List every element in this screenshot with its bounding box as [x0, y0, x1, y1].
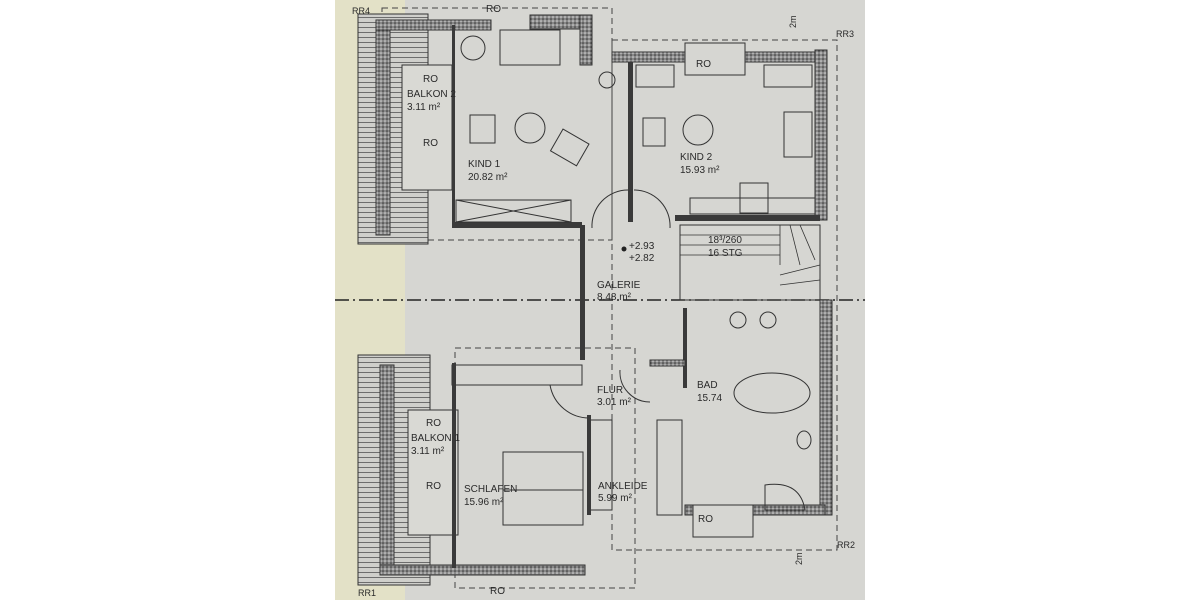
- balkon1-name: BALKON 1: [411, 433, 460, 444]
- galerie-wall-left: [580, 225, 585, 360]
- toilet: [796, 430, 812, 450]
- shower-tray: [764, 483, 806, 511]
- kind1-lamp: [460, 35, 486, 61]
- kind1-name: KIND 1: [468, 159, 501, 170]
- galerie-area: 8.48 m²: [597, 292, 632, 303]
- galerie-plant: [598, 71, 616, 89]
- kind1-wall-left: [452, 25, 455, 225]
- ankleide-name: ANKLEIDE: [598, 481, 648, 492]
- kind2-wall-bottom: [675, 215, 820, 221]
- north-arrow-top: 2m: [788, 15, 798, 28]
- north-arrow-bottom: 2m: [794, 552, 804, 565]
- kind1-door-swing: [591, 189, 629, 229]
- kind2-wall-left: [628, 62, 633, 222]
- sink-right: [759, 311, 777, 329]
- balkon1-ro-2: RO: [426, 481, 441, 492]
- kind1-wall-top: [375, 19, 492, 31]
- marker-ro-bottom: RO: [490, 586, 505, 597]
- schlafen-name: SCHLAFEN: [464, 484, 517, 495]
- balkon2-ro-2: RO: [423, 138, 438, 149]
- kind1-wall-bottom: [452, 222, 582, 228]
- kind1-chair: [469, 114, 496, 144]
- level-upper: +2.93: [629, 241, 655, 252]
- kind2-wardrobe: [689, 197, 816, 215]
- balkon2-name: BALKON 2: [407, 89, 456, 100]
- bad-wall-bottom: [684, 504, 826, 516]
- kind2-wall-right: [814, 49, 828, 221]
- bad-wall-right: [819, 299, 833, 516]
- balkon1-area: 3.11 m²: [411, 446, 445, 457]
- bad-door-swing: [619, 369, 651, 403]
- kind1-armchair: [549, 128, 590, 167]
- kind2-wardrobe-tall: [739, 182, 769, 214]
- kind2-desk: [783, 111, 813, 158]
- level-marker-icon: [621, 246, 627, 252]
- balkon1-floor: [407, 409, 459, 536]
- kind2-window-ro: [684, 42, 746, 76]
- stair-treads: [680, 224, 821, 286]
- schlafen-wall-bottom: [379, 564, 586, 576]
- schlafen-bed: [502, 451, 584, 526]
- stair-steps: 16 STG: [708, 248, 743, 259]
- kind1-wardrobe: [455, 199, 572, 223]
- kind1-wardrobe-crosses: [455, 199, 572, 223]
- kind2-name: KIND 2: [680, 152, 713, 163]
- marker-ro-kind2: RO: [696, 59, 711, 70]
- ankleide-cabinet-right: [656, 419, 683, 516]
- stair-ratio: 18³/260: [708, 235, 742, 246]
- schlafen-wall-left: [452, 363, 456, 568]
- staircase: [679, 224, 821, 301]
- marker-rr4: RR4: [352, 6, 370, 16]
- balkon2-wall: [375, 19, 391, 236]
- marker-ro-top: RO: [486, 4, 501, 15]
- bad-name: BAD: [697, 380, 718, 391]
- balkon1-ro-1: RO: [426, 418, 441, 429]
- kind2-area: 15.93 m²: [680, 165, 720, 176]
- kind1-wall-right: [579, 14, 593, 66]
- bad-wall-left: [683, 308, 687, 388]
- bathtub: [733, 372, 811, 414]
- kind2-table: [682, 114, 714, 146]
- kind2-door-swing: [633, 189, 671, 229]
- marker-rr3: RR3: [836, 29, 854, 39]
- galerie-name: GALERIE: [597, 280, 641, 291]
- balkon2-ro-1: RO: [423, 74, 438, 85]
- balkon2-area: 3.11 m²: [407, 102, 441, 113]
- bad-area: 15.74: [697, 393, 722, 404]
- marker-rr1: RR1: [358, 588, 376, 598]
- flur-name: FLUR: [597, 385, 623, 396]
- flur-area: 3.01 m²: [597, 397, 632, 408]
- ankleide-area: 5.99 m²: [598, 493, 633, 504]
- roof-outline-right: [611, 39, 838, 551]
- balkon1-wall: [379, 364, 395, 576]
- kind2-cabinet-right: [763, 64, 813, 88]
- level-lower: +2.82: [629, 253, 655, 264]
- bad-window-ro: [692, 504, 754, 538]
- kind1-area: 20.82 m²: [468, 172, 508, 183]
- kind2-cabinet-left: [635, 64, 675, 88]
- marker-rr2: RR2: [837, 540, 855, 550]
- schlafen-area: 15.96 m²: [464, 497, 504, 508]
- schlafen-door-swing: [549, 384, 591, 419]
- kind1-bed: [499, 29, 561, 66]
- ankleide-wall-left: [587, 415, 591, 515]
- sink-left: [729, 311, 747, 329]
- kind2-chair: [642, 117, 666, 147]
- marker-ro-bad: RO: [698, 514, 713, 525]
- kind1-table: [514, 112, 546, 144]
- flur-wall: [649, 359, 686, 367]
